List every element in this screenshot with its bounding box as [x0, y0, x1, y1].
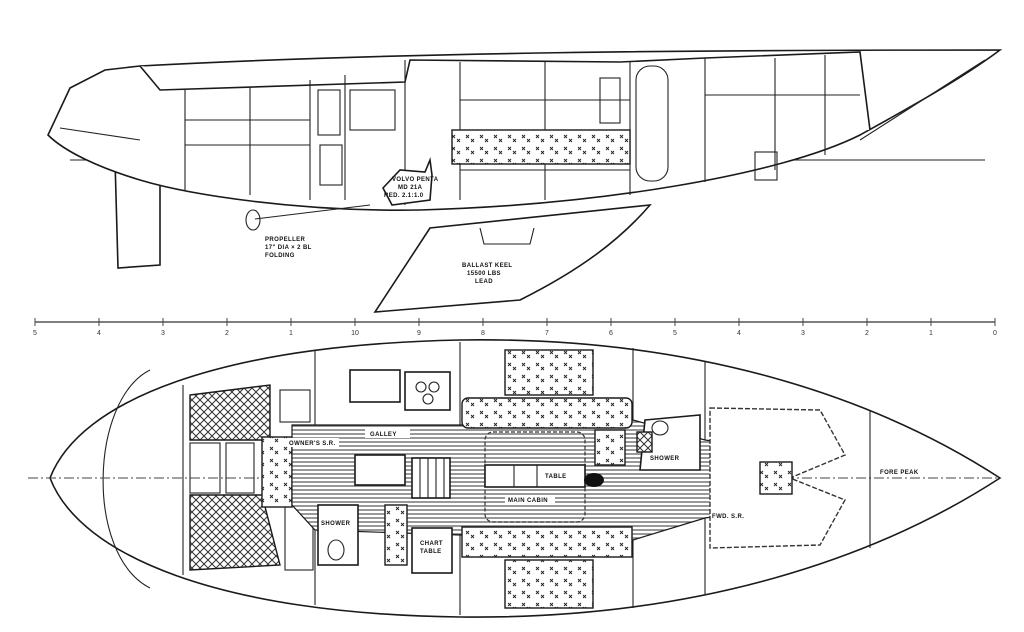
mast-step	[584, 473, 604, 487]
scale-tick-label: 6	[609, 330, 613, 337]
scale-tick-label: 9	[417, 330, 421, 337]
propeller-label-1: PROPELLER	[265, 237, 306, 243]
aft-head	[317, 504, 359, 566]
galley-sinks	[354, 454, 406, 486]
toilet-icon	[327, 539, 345, 561]
settee-port	[461, 397, 633, 429]
propeller-icon	[245, 209, 261, 231]
aft-berth-port	[189, 384, 271, 441]
fwd-head	[639, 414, 701, 471]
aft-berth-stbd	[189, 494, 281, 571]
chart-table-label-1: CHART	[420, 541, 443, 547]
galley-label: GALLEY	[370, 432, 397, 438]
head-grating	[636, 431, 653, 453]
burner-icon	[415, 381, 427, 393]
keel-label-2: 15500 LBS	[467, 271, 501, 277]
locker	[189, 442, 221, 494]
chart-table	[411, 527, 453, 574]
v-berth-infill	[759, 461, 793, 495]
locker-cushion	[384, 504, 408, 566]
burner-icon	[428, 381, 440, 393]
scale-tick-label: 1	[289, 330, 293, 337]
scale-tick-label: 10	[351, 330, 359, 337]
engine-outline	[382, 156, 433, 206]
keel-label-3: LEAD	[475, 279, 493, 285]
scale-tick-label: 3	[161, 330, 165, 337]
propeller-label-3: FOLDING	[265, 253, 295, 259]
plan-view: GALLEY OWNER'S S.R. SHOWER CHART TABLE T…	[28, 339, 1002, 618]
scale-tick-label: 4	[737, 330, 741, 337]
keel-label-1: BALLAST KEEL	[462, 263, 512, 269]
scale-tick-label: 0	[993, 330, 997, 337]
main-cabin-label: MAIN CABIN	[508, 498, 548, 504]
shower-fwd-label: SHOWER	[650, 456, 680, 462]
fore-peak-label: FORE PEAK	[880, 470, 919, 476]
scale-tick-label: 3	[801, 330, 805, 337]
galley-counter	[349, 369, 401, 403]
chart-table-label-2: TABLE	[420, 549, 442, 555]
settee-back-port	[504, 349, 594, 396]
table-label: TABLE	[545, 474, 567, 480]
owners-sr-label: OWNER'S S.R.	[289, 441, 336, 447]
table	[484, 464, 586, 488]
deckhouse	[139, 51, 871, 131]
fwd-sr-label: FWD. S.R.	[712, 514, 744, 520]
scale-tick-label: 7	[545, 330, 549, 337]
owners-settee	[261, 436, 293, 508]
propeller-label-2: 17" DIA × 2 BL	[265, 245, 312, 251]
settee-stbd	[461, 526, 633, 558]
scale-tick-label: 4	[97, 330, 101, 337]
scale-tick-label: 5	[33, 330, 37, 337]
burner-icon	[422, 393, 434, 405]
locker	[279, 389, 311, 423]
scale-tick-label: 2	[865, 330, 869, 337]
settee-back-stbd	[504, 559, 594, 609]
sheer-stripe	[59, 59, 986, 141]
scale-tick-label: 1	[929, 330, 933, 337]
settee-end	[594, 429, 626, 466]
engine-label-2: MD 21A	[398, 185, 423, 191]
prop-shaft	[254, 204, 371, 220]
toilet-icon	[651, 420, 669, 436]
profile-view: VOLVO PENTA MD 21A RED. 2.1:1.0 PROPELLE…	[47, 49, 1003, 313]
shower-aft-label: SHOWER	[321, 521, 351, 527]
main-cabin-settee	[451, 129, 631, 165]
engine-label-3: RED. 2.1:1.0	[384, 193, 424, 199]
keel-notch	[479, 227, 535, 245]
scale-tick-label: 8	[481, 330, 485, 337]
scale-tick-label: 5	[673, 330, 677, 337]
scale-tick-label: 2	[225, 330, 229, 337]
engine-label-1: VOLVO PENTA	[392, 177, 439, 183]
locker	[225, 442, 255, 494]
ballast-keel	[373, 203, 652, 313]
